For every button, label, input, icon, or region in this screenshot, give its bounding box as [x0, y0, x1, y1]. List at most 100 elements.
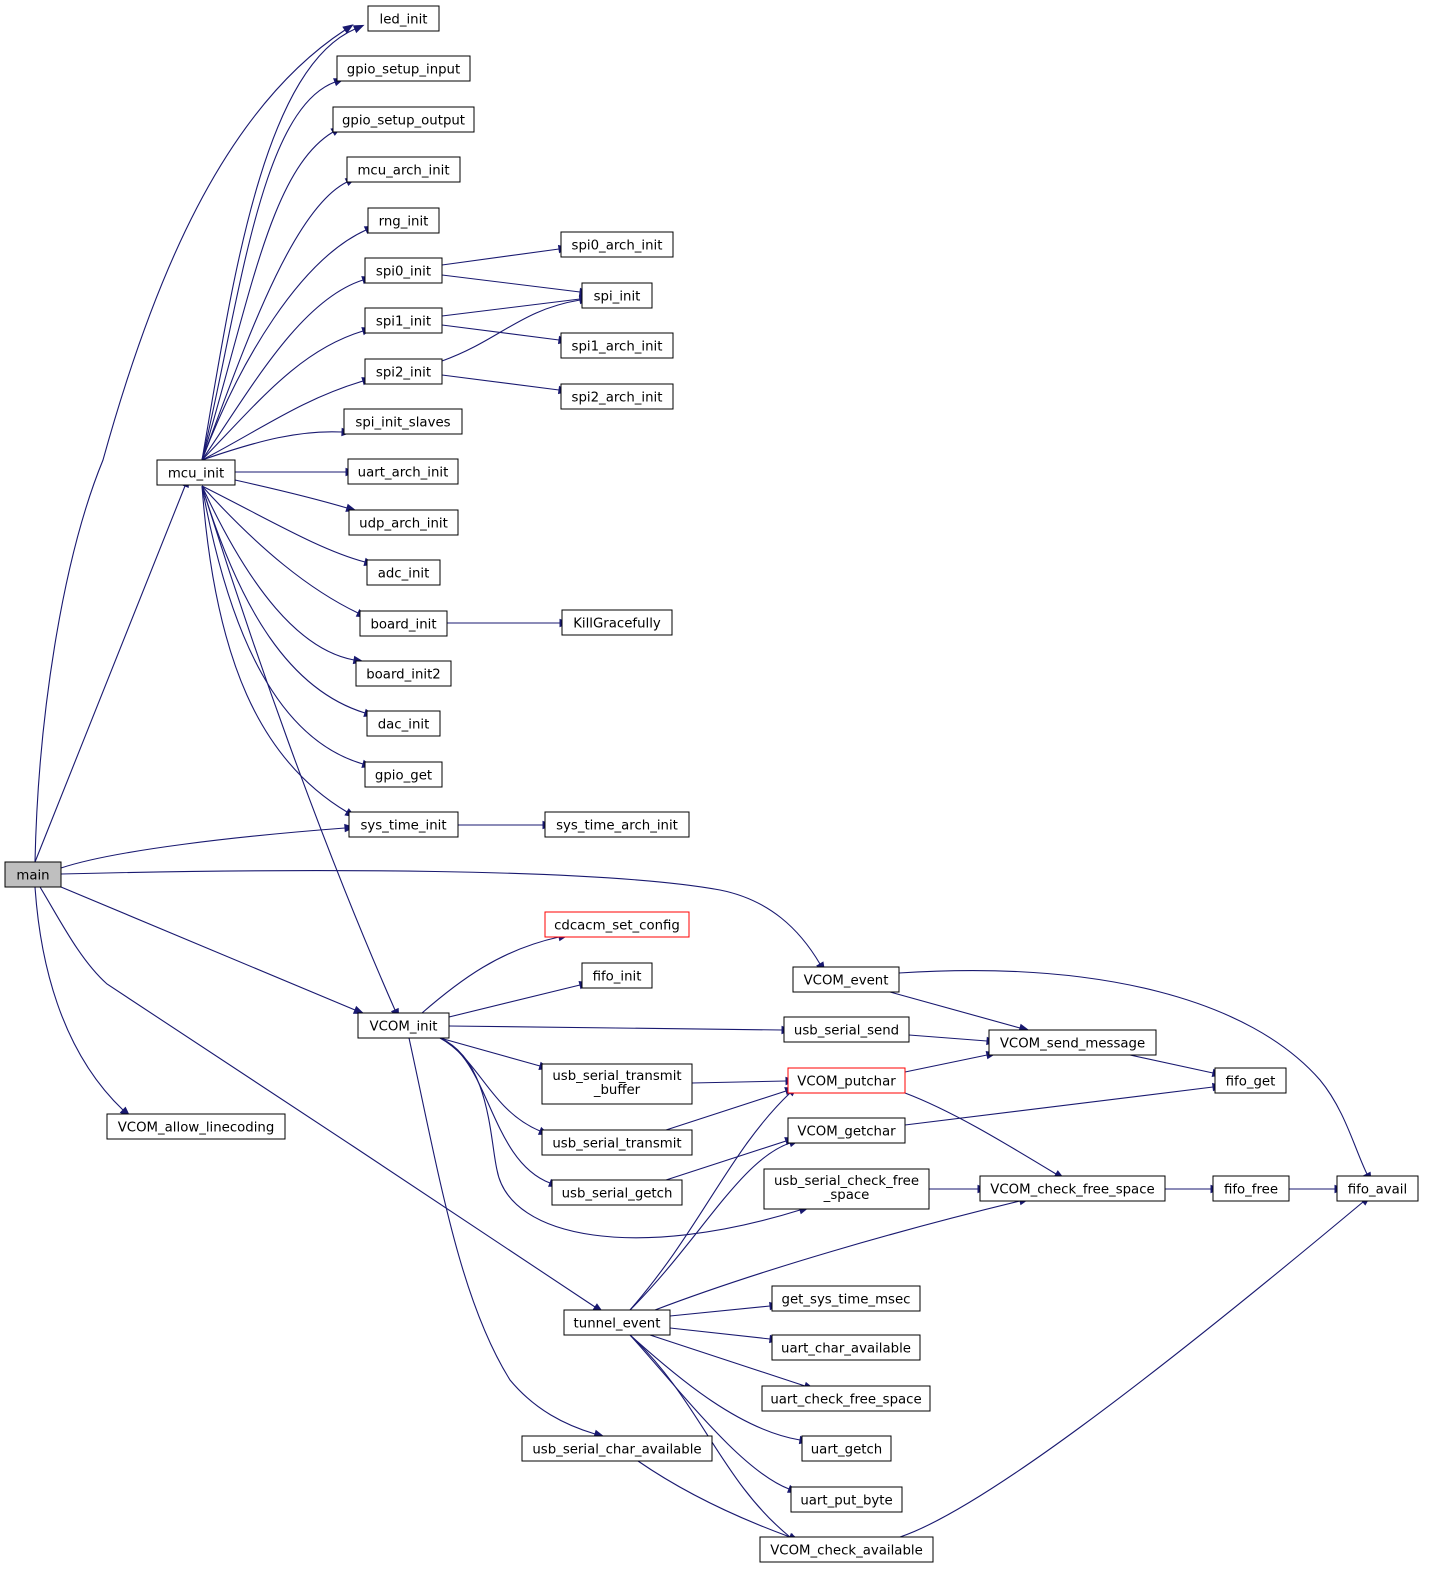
- edge-line: [669, 1327, 771, 1340]
- node-adc-init[interactable]: adc_init: [366, 559, 441, 586]
- node-label: VCOM_init: [370, 1020, 438, 1035]
- node-usb-serial-send[interactable]: usb_serial_send: [783, 1016, 910, 1043]
- edge-board_init-to-KillGracefully: [447, 618, 571, 628]
- node-usb-serial-check-free-space[interactable]: usb_serial_check_free_space: [763, 1168, 930, 1210]
- edge-line: [629, 1142, 791, 1311]
- node-VCOM-init[interactable]: VCOM_init: [357, 1012, 450, 1039]
- edge-line: [665, 1090, 787, 1131]
- node-board-init2[interactable]: board_init2: [355, 660, 452, 687]
- node-label: board_init: [370, 618, 436, 633]
- edge-line: [201, 431, 343, 461]
- node-box: [336, 55, 471, 82]
- node-fifo-get[interactable]: fifo_get: [1214, 1067, 1287, 1094]
- node-usb-serial-transmit-buffer[interactable]: usb_serial_transmit_buffer: [541, 1063, 693, 1105]
- edge-main-to-VCOM_allow_linecoding: [34, 886, 131, 1118]
- node-spi1-arch-init[interactable]: spi1_arch_init: [560, 332, 674, 359]
- node-usb-serial-transmit[interactable]: usb_serial_transmit: [541, 1129, 693, 1156]
- edge-line: [904, 1086, 1214, 1126]
- node-get-sys-time-msec[interactable]: get_sys_time_msec: [771, 1285, 921, 1312]
- edge-main-to-mcu_init: [34, 476, 189, 863]
- node-VCOM-check-free-space[interactable]: VCOM_check_free_space: [979, 1175, 1166, 1202]
- node-spi0-arch-init[interactable]: spi0_arch_init: [560, 231, 674, 258]
- node-VCOM-event[interactable]: VCOM_event: [792, 966, 900, 993]
- node-VCOM-putchar[interactable]: VCOM_putchar: [787, 1067, 906, 1094]
- edge-line: [34, 485, 186, 863]
- node-VCOM-send-message[interactable]: VCOM_send_message: [988, 1029, 1157, 1056]
- node-dac-init[interactable]: dac_init: [366, 710, 441, 737]
- node-label: tunnel_event: [574, 1317, 661, 1332]
- node-sys-time-arch-init[interactable]: sys_time_arch_init: [544, 811, 690, 838]
- node-sys-time-init[interactable]: sys_time_init: [348, 811, 459, 838]
- node-uart-put-byte[interactable]: uart_put_byte: [790, 1486, 903, 1513]
- node-box: [367, 5, 440, 32]
- node-uart-getch[interactable]: uart_getch: [801, 1435, 892, 1462]
- node-spi-init[interactable]: spi_init: [581, 282, 653, 309]
- edge-line: [654, 1200, 1021, 1311]
- node-uart-char-available[interactable]: uart_char_available: [771, 1334, 921, 1361]
- edge-line: [201, 81, 336, 461]
- node-udp-arch-init[interactable]: udp_arch_init: [348, 509, 459, 536]
- node-label: usb_serial_char_available: [532, 1443, 701, 1458]
- node-label: VCOM_putchar: [797, 1075, 896, 1090]
- edge-VCOM_event-to-VCOM_send_message: [889, 991, 1031, 1032]
- node-uart-arch-init[interactable]: uart_arch_init: [347, 458, 459, 485]
- node-box: [581, 282, 653, 309]
- node-KillGracefully[interactable]: KillGracefully: [561, 609, 673, 636]
- node-uart-check-free-space[interactable]: uart_check_free_space: [761, 1385, 931, 1412]
- edge-tunnel_event-to-get_sys_time_msec: [669, 1301, 781, 1317]
- node-label: spi2_arch_init: [572, 391, 663, 406]
- node-label: gpio_get: [375, 769, 432, 784]
- edge-mcu_init-to-udp_arch_init: [234, 479, 357, 512]
- node-gpio-get[interactable]: gpio_get: [364, 761, 443, 788]
- node-gpio-setup-output[interactable]: gpio_setup_output: [332, 106, 475, 133]
- node-label: fifo_get: [1226, 1075, 1276, 1090]
- node-VCOM-check-available[interactable]: VCOM_check_available: [759, 1536, 934, 1563]
- node-mcu-arch-init[interactable]: mcu_arch_init: [346, 156, 461, 183]
- edge-line: [60, 886, 356, 1011]
- edge-line: [669, 1305, 771, 1317]
- edge-VCOM_init-to-usb_serial_transmit_buffer: [439, 1037, 550, 1070]
- edge-VCOM_send_message-to-fifo_get: [1129, 1054, 1224, 1078]
- node-tunnel-event[interactable]: tunnel_event: [563, 1309, 671, 1336]
- edge-line: [201, 279, 364, 461]
- node-label: adc_init: [378, 567, 430, 582]
- node-label: uart_char_available: [781, 1342, 911, 1357]
- node-box: [364, 257, 443, 284]
- node-label: spi_init: [594, 290, 641, 305]
- node-spi-init-slaves[interactable]: spi_init_slaves: [343, 408, 463, 435]
- node-fifo-avail[interactable]: fifo_avail: [1336, 1175, 1419, 1202]
- node-led-init[interactable]: led_init: [367, 5, 440, 32]
- node-rng-init[interactable]: rng_init: [367, 207, 440, 234]
- node-fifo-free[interactable]: fifo_free: [1212, 1175, 1290, 1202]
- node-box: [364, 358, 443, 385]
- edge-main-to-tunnel_event: [39, 886, 604, 1313]
- edge-line: [637, 1460, 791, 1538]
- edge-VCOM_init-to-usb_serial_send: [448, 1025, 793, 1035]
- edge-usb_serial_char_available-to-VCOM_check_available: [637, 1460, 800, 1541]
- node-usb-serial-char-available[interactable]: usb_serial_char_available: [521, 1435, 713, 1462]
- node-usb-serial-getch[interactable]: usb_serial_getch: [551, 1179, 683, 1206]
- node-box: [979, 1175, 1166, 1202]
- node-cdcacm-set-config[interactable]: cdcacm_set_config: [544, 911, 690, 938]
- edge-line: [201, 131, 334, 461]
- node-spi1-init[interactable]: spi1_init: [364, 307, 443, 334]
- edge-VCOM_getchar-to-fifo_get: [904, 1082, 1224, 1126]
- node-spi2-arch-init[interactable]: spi2_arch_init: [560, 383, 674, 410]
- edge-main-to-VCOM_init: [60, 886, 365, 1015]
- node-VCOM-allow-linecoding[interactable]: VCOM_allow_linecoding: [106, 1113, 286, 1140]
- node-spi2-init[interactable]: spi2_init: [364, 358, 443, 385]
- node-box: [355, 660, 452, 687]
- node-label: gpio_setup_input: [347, 63, 460, 78]
- node-VCOM-getchar[interactable]: VCOM_getchar: [787, 1117, 906, 1144]
- node-box: [763, 1168, 930, 1210]
- edge-line: [908, 1034, 988, 1042]
- node-board-init[interactable]: board_init: [359, 610, 448, 637]
- node-mcu-init[interactable]: mcu_init: [156, 459, 236, 486]
- node-gpio-setup-input[interactable]: gpio_setup_input: [336, 55, 471, 82]
- node-box: [348, 811, 459, 838]
- edge-main-to-sys_time_init: [60, 823, 356, 869]
- edge-line: [448, 1025, 783, 1031]
- node-spi0-init[interactable]: spi0_init: [364, 257, 443, 284]
- node-fifo-init[interactable]: fifo_init: [581, 962, 653, 989]
